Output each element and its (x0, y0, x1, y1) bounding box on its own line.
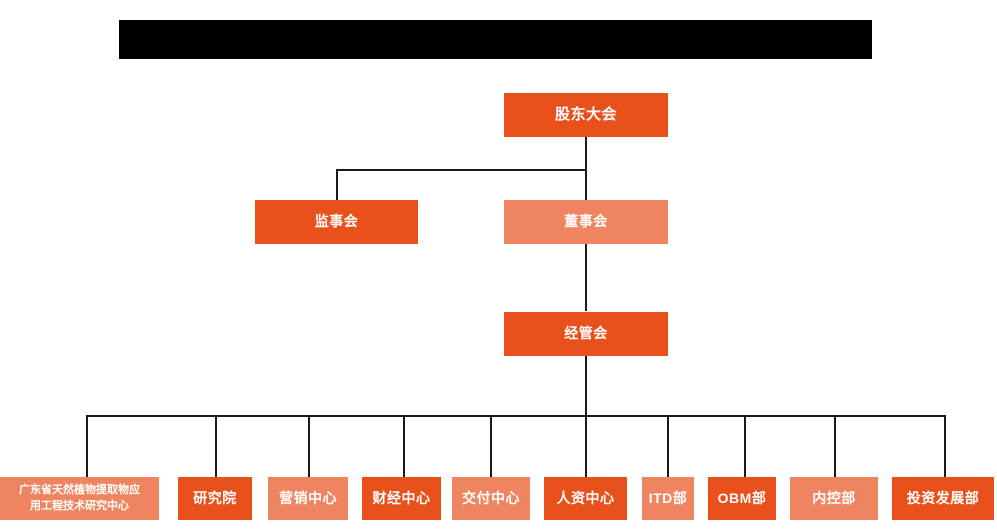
node-shareholders-meeting-label: 股东大会 (554, 105, 617, 123)
node-delivery-center-label: 交付中心 (462, 489, 520, 506)
node-research-institute-label: 研究院 (193, 489, 237, 506)
node-internal-control-department[interactable]: 内控部 (790, 477, 878, 520)
node-board-of-supervisors-label: 监事会 (314, 213, 359, 230)
connector-drop-research-institute (215, 415, 217, 477)
connector-management-to-bus (585, 356, 587, 416)
connector-level2-horizontal (336, 169, 587, 171)
connector-directors-to-management (585, 243, 587, 311)
redacted-title-banner (119, 20, 872, 59)
node-hr-center[interactable]: 人资中心 (544, 477, 627, 520)
node-delivery-center[interactable]: 交付中心 (452, 477, 530, 520)
node-board-of-directors[interactable]: 董事会 (504, 200, 668, 244)
connector-drop-obm-department (744, 415, 746, 477)
node-itd-department[interactable]: ITD部 (642, 477, 694, 520)
connector-to-board-of-supervisors (336, 169, 338, 201)
node-research-center-label: 广东省天然植物提取物应 用工程技术研究中心 (0, 483, 159, 515)
node-research-center-label-line2: 用工程技术研究中心 (30, 499, 129, 512)
node-internal-control-department-label: 内控部 (812, 489, 856, 506)
node-finance-center-label: 财经中心 (372, 489, 431, 506)
node-shareholders-meeting[interactable]: 股东大会 (504, 93, 668, 137)
node-obm-department[interactable]: OBM部 (708, 477, 776, 520)
node-management-committee-label: 经管会 (564, 325, 608, 342)
connector-drop-itd-department (667, 415, 669, 477)
connector-drop-internal-control-department (834, 415, 836, 477)
node-research-center-label-line1: 广东省天然植物提取物应 (19, 483, 140, 496)
node-itd-department-label: ITD部 (648, 489, 688, 506)
node-marketing-center[interactable]: 营销中心 (268, 477, 348, 520)
node-research-institute[interactable]: 研究院 (178, 477, 252, 520)
node-management-committee[interactable]: 经管会 (504, 312, 668, 356)
node-finance-center[interactable]: 财经中心 (362, 477, 441, 520)
connector-drop-delivery-center (490, 415, 492, 477)
connector-drop-finance-center (403, 415, 405, 477)
node-board-of-directors-label: 董事会 (564, 213, 608, 230)
connector-drop-marketing-center (308, 415, 310, 477)
node-marketing-center-label: 营销中心 (279, 489, 337, 506)
node-obm-department-label: OBM部 (717, 489, 767, 506)
connector-drop-hr-center (585, 415, 587, 477)
connector-department-bus (86, 415, 946, 417)
connector-drop-investment-development-department (944, 415, 946, 477)
node-hr-center-label: 人资中心 (556, 489, 615, 506)
connector-drop-research-center (86, 415, 88, 477)
node-board-of-supervisors[interactable]: 监事会 (255, 200, 418, 244)
connector-to-board-of-directors (585, 169, 587, 201)
connector-shareholders-to-junction (585, 136, 587, 170)
node-investment-development-department[interactable]: 投资发展部 (892, 477, 994, 520)
node-research-center[interactable]: 广东省天然植物提取物应 用工程技术研究中心 (0, 477, 159, 520)
node-investment-development-department-label: 投资发展部 (906, 489, 980, 506)
